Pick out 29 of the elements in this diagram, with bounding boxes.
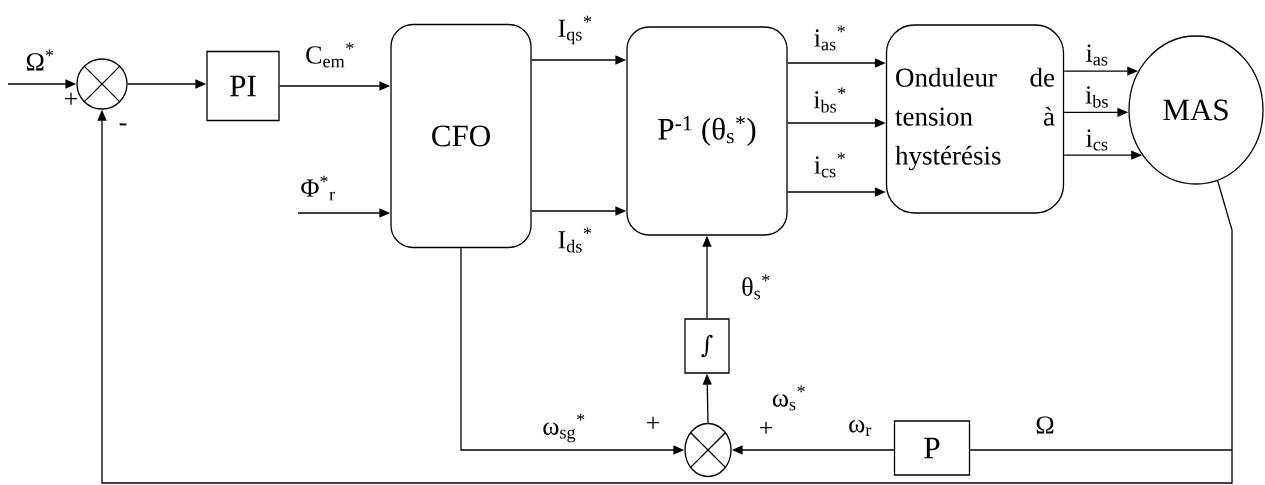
sign-label: - [119,123,127,126]
sign-label: + [647,416,660,429]
block-box: P$^{-1}$ (θ$_{s}$$^{*}$) [626,26,788,236]
edge-label: i$_{as}$* [812,24,848,52]
edge-label: Ω [1034,415,1056,435]
edge-label: I$_{ds}$* [556,226,594,254]
edge-label: Φ$^{*}$r [299,174,337,202]
block-box: Onduleur de tension à hystérésis [885,24,1065,214]
edge-label: θ$_{s}$* [740,273,772,301]
block-box: PI [206,50,280,122]
edge-label: I$_{qs}$* [556,14,594,46]
edge-label: i$_{cs}$ [1084,128,1110,152]
edge-label: ω$_{r}$ [847,419,873,437]
summing-junction [76,58,128,110]
sign-label: + [760,421,773,434]
block-box: P [893,420,971,476]
edge-label: i$_{bs}$* [812,86,848,114]
edge-label: ω$_{sg}$* [541,412,587,444]
feedback-line [1217,180,1233,451]
summing-junction [684,422,732,478]
edge-label: Ω$^{*}$ [24,48,56,72]
edge-label: C$_{em}$* [304,41,356,69]
block-box: ∫ [684,318,730,374]
edge-label: i$_{cs}$* [812,151,848,179]
edge-label: ω$_{s}$* [770,384,808,412]
block-box: CFO [390,23,532,249]
edge-label: i$_{bs}$ [1084,85,1110,109]
sign-label: + [64,92,78,105]
edge-label: i$_{as}$ [1084,43,1110,67]
